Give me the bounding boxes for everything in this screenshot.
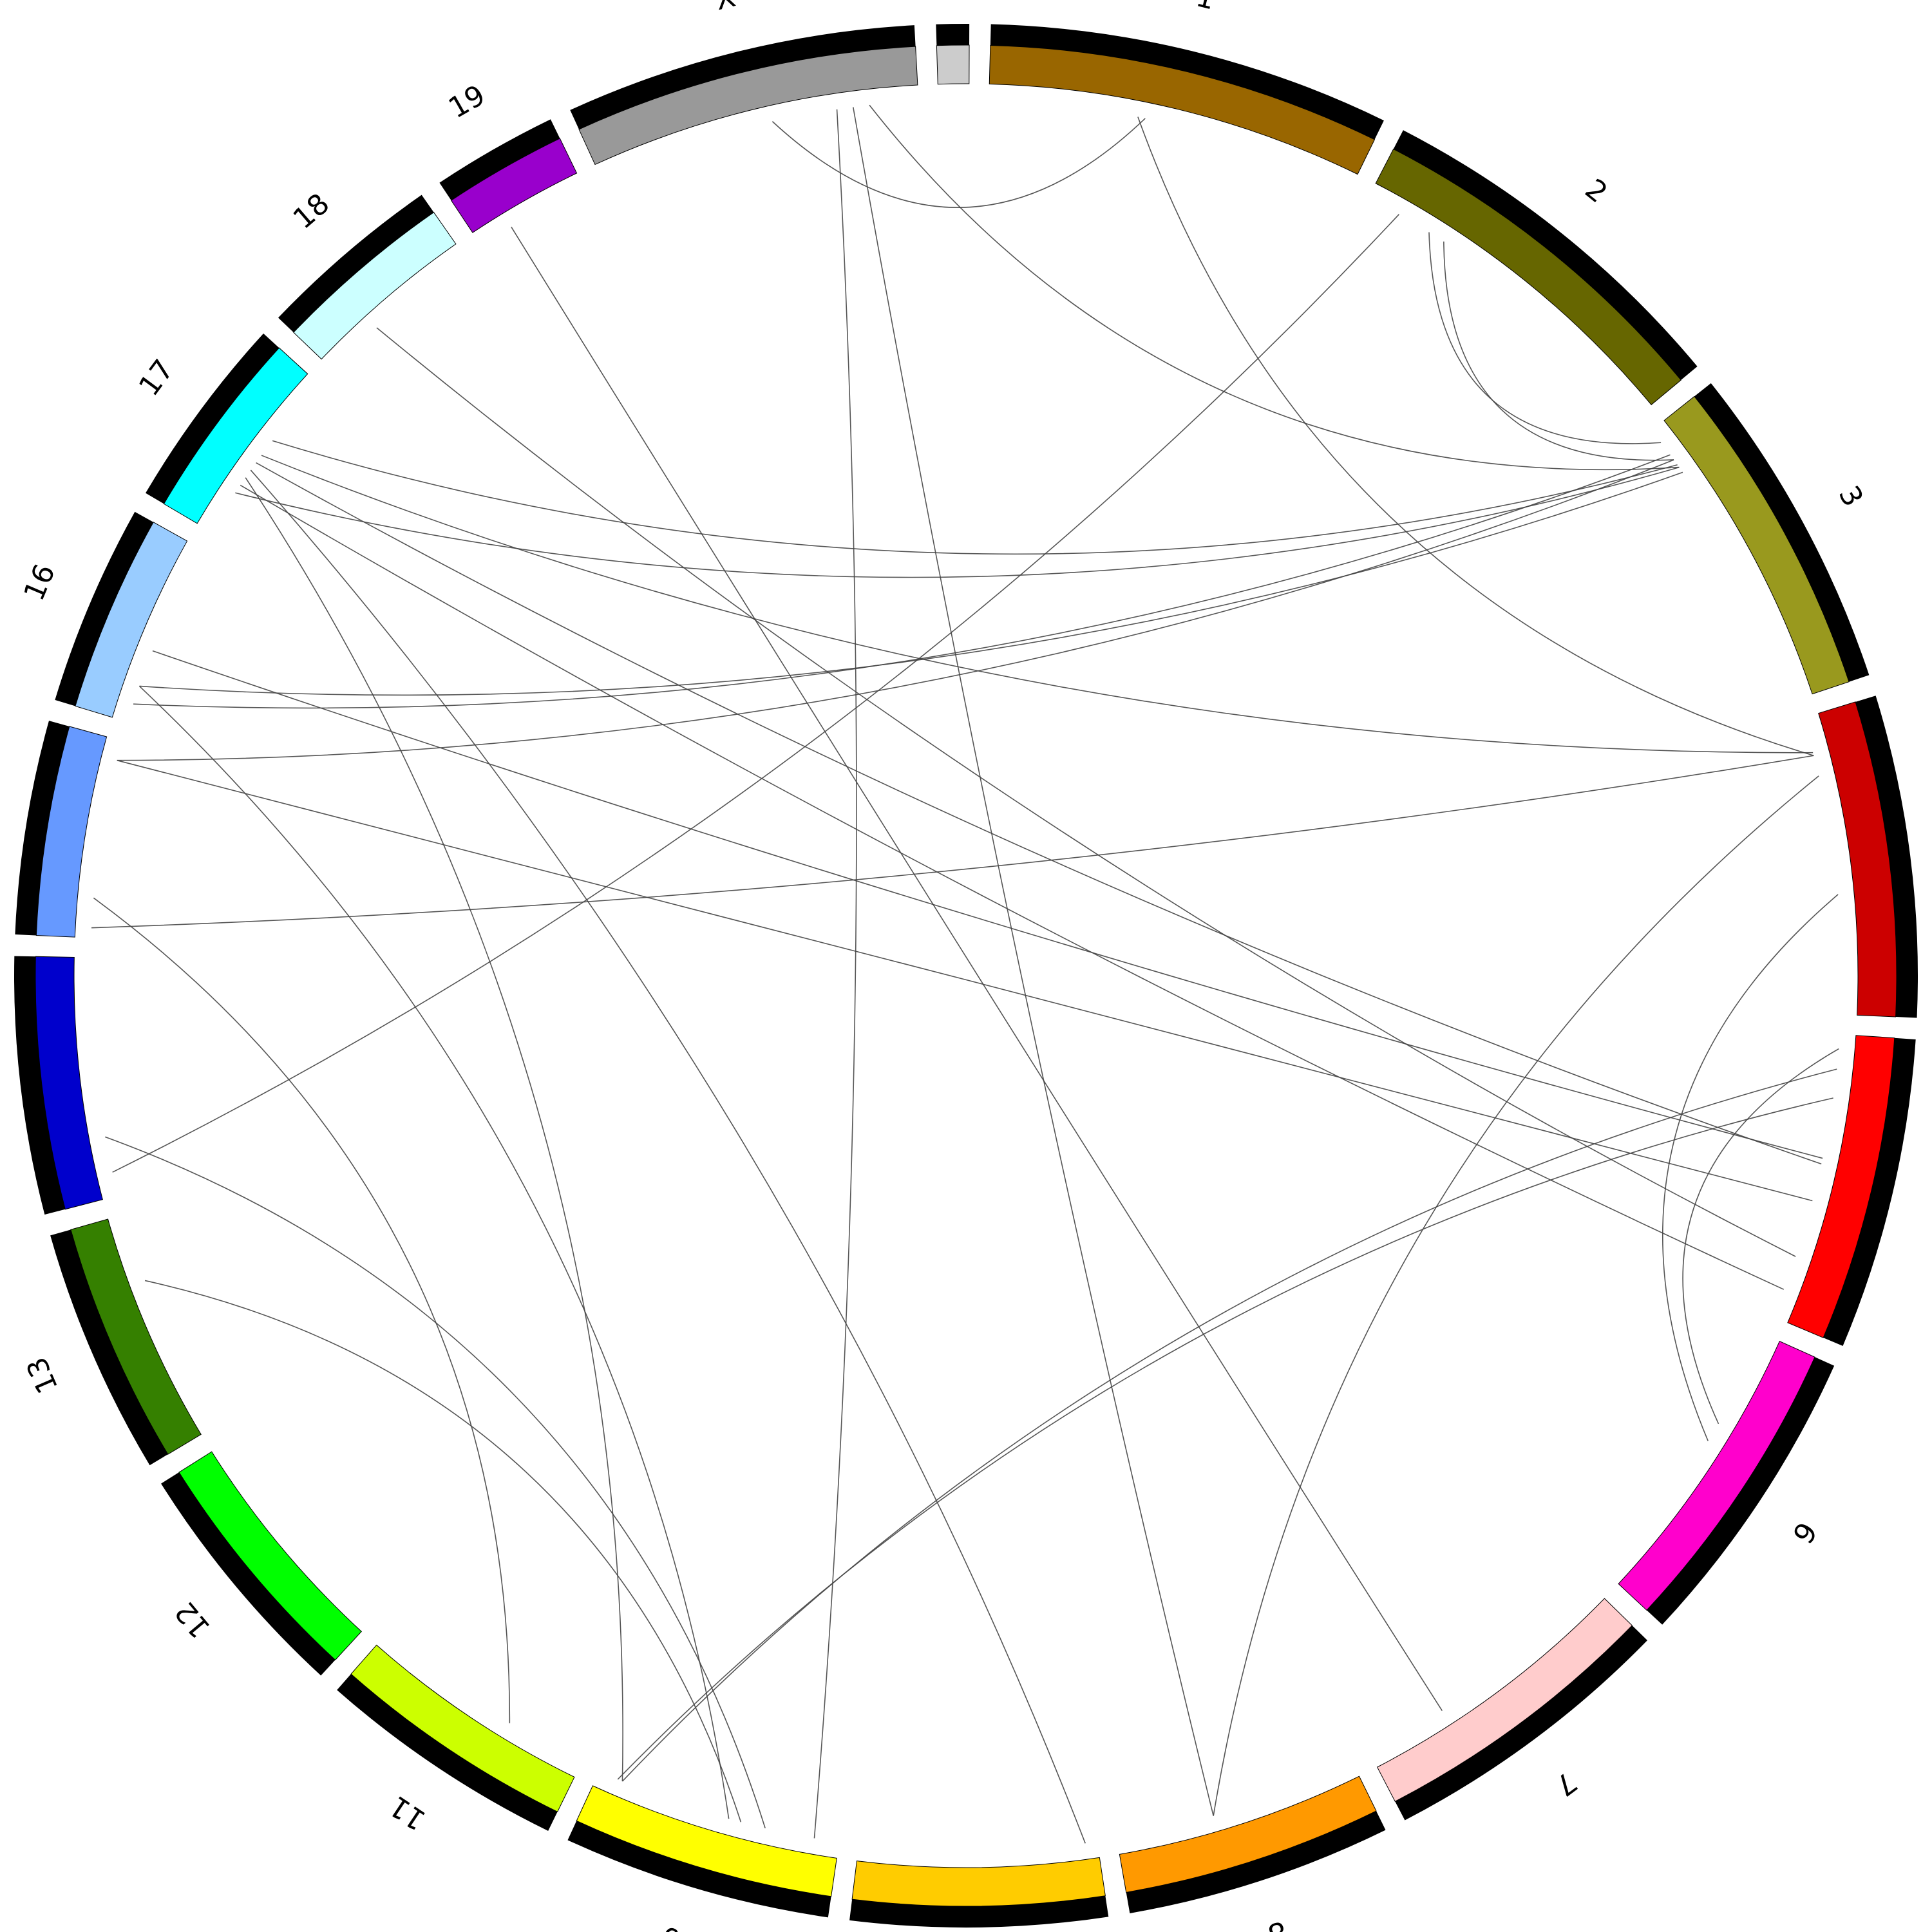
chromosome-band-16: [75, 522, 188, 718]
chromosome-rim-Y: [936, 23, 970, 47]
chromosome-band-15: [35, 726, 108, 938]
chromosome-rim-14: [14, 956, 67, 1215]
links-layer: [91, 104, 1839, 1844]
link-4-15: [91, 755, 1814, 929]
link-2-3: [1443, 242, 1674, 461]
link-4-8: [1213, 775, 1819, 1816]
chromosome-label-11: 11: [384, 1789, 432, 1837]
chromosome-band-17: [163, 347, 308, 524]
chromosome-band-4: [1818, 701, 1897, 1018]
link-5-16: [152, 650, 1823, 1159]
chromosome-band-14: [35, 956, 103, 1210]
chromosome-label-6: 6: [1786, 1516, 1823, 1549]
link-16-10: [138, 685, 730, 1819]
link-X-8: [853, 107, 1214, 1816]
chromosome-label-12: 12: [169, 1595, 217, 1644]
link-1-4: [1137, 117, 1814, 757]
chromosome-rim-18: [278, 194, 435, 334]
link-3-X: [869, 104, 1680, 471]
link-2-14: [112, 214, 1399, 1173]
chromosome-rim-16: [55, 511, 155, 707]
link-5-6: [1682, 1048, 1839, 1425]
chromosome-label-1: 1: [1193, 0, 1218, 17]
link-13-10: [144, 1280, 742, 1823]
link-5-10: [621, 1068, 1837, 1782]
chromosome-rim-15: [15, 721, 71, 936]
link-4-6: [1662, 894, 1839, 1441]
chromosome-band-9: [851, 1857, 1106, 1907]
chromosome-band-11: [350, 1644, 575, 1812]
link-5-17: [256, 462, 1822, 1165]
chromosome-rim-19: [439, 119, 561, 202]
chromosome-band-18: [293, 211, 457, 360]
chromosome-rim-4: [1854, 696, 1918, 1018]
chromosome-rim-5: [1822, 1037, 1916, 1347]
chromosome-band-10: [576, 1785, 837, 1897]
chromosome-band-1: [989, 44, 1376, 175]
chromosome-band-7: [1376, 1598, 1633, 1802]
link-3-17: [235, 466, 1680, 578]
link-3-16: [139, 471, 1683, 696]
chromosome-rim-12: [161, 1472, 336, 1676]
chromosome-band-X: [578, 46, 918, 166]
chromosome-band-Y: [936, 44, 970, 85]
chromosome-label-X: X: [712, 0, 738, 17]
link-5-15: [117, 759, 1813, 1202]
link-3-15: [117, 459, 1674, 761]
chromosome-band-13: [70, 1218, 202, 1455]
chromosome-label-17: 17: [133, 354, 180, 402]
chromosome-label-16: 16: [17, 560, 62, 605]
link-5-18: [376, 327, 1796, 1257]
chromosome-band-5: [1787, 1035, 1895, 1338]
chromosome-band-12: [178, 1451, 363, 1661]
chromosome-band-19: [450, 138, 578, 233]
link-X-10: [813, 109, 857, 1839]
link-1-X: [772, 118, 1146, 208]
link-4-17: [261, 455, 1814, 753]
link-3-16: [133, 454, 1671, 709]
link-5-10: [617, 1097, 1833, 1780]
link-17-10: [245, 477, 623, 1781]
link-14-10: [104, 1136, 766, 1829]
link-15-11: [93, 897, 511, 1723]
chromosome-band-3: [1663, 395, 1850, 695]
chromosome-label-3: 3: [1832, 480, 1870, 512]
link-5-17: [240, 484, 1785, 1290]
ideogram-ring: [14, 23, 1918, 1927]
chromosome-label-13: 13: [20, 1352, 64, 1399]
chromosome-label-2: 2: [1579, 173, 1614, 209]
chromosome-rim-13: [50, 1229, 169, 1466]
chromosome-rim-3: [1693, 383, 1870, 683]
link-3-17: [272, 440, 1678, 555]
link-19-7: [511, 227, 1443, 1711]
chromosome-band-2: [1375, 148, 1681, 406]
chromosome-rim-X: [570, 25, 916, 131]
chromosome-band-8: [1119, 1776, 1377, 1893]
chromosome-rim-17: [146, 333, 280, 505]
chromosome-rim-11: [337, 1672, 558, 1831]
chromosome-band-6: [1618, 1340, 1815, 1611]
chromosome-label-7: 7: [1549, 1765, 1583, 1803]
link-17-9: [250, 469, 1086, 1844]
chromosome-label-18: 18: [287, 187, 336, 236]
chromosome-label-5: 5: [1927, 1196, 1932, 1221]
chromosome-label-8: 8: [1264, 1914, 1291, 1932]
chromosome-label-19: 19: [443, 79, 491, 125]
chromosome-label-10: 10: [658, 1919, 701, 1932]
